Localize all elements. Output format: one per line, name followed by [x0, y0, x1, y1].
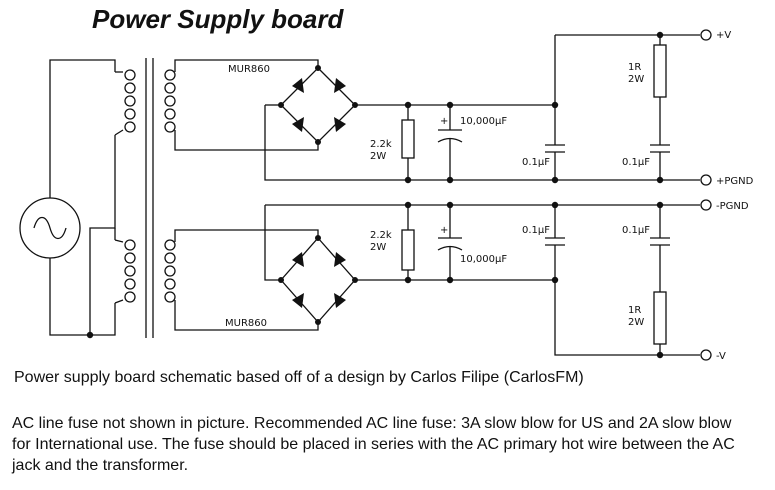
power-supply-schematic: MUR860 MUR860 2.2k 2W 2.2k 2W + 10,000µF…	[19, 29, 754, 362]
filter-cap-top-value: 10,000µF	[460, 116, 507, 127]
output-terminals	[700, 29, 712, 361]
filter-cap-bottom-polarity: +	[440, 225, 448, 236]
transformer	[114, 58, 176, 338]
output-resistor-top-value: 1R	[628, 62, 641, 73]
output-resistor-bottom-power: 2W	[628, 317, 644, 328]
bypass-cap-top-left-symbol	[545, 105, 565, 180]
secondary-coil-top	[164, 69, 176, 133]
bleed-resistor-top-symbol	[401, 105, 415, 180]
bleed-resistor-bottom-value: 2.2k	[370, 230, 392, 241]
bypass-cap-top-left-value: 0.1µF	[522, 157, 550, 168]
bleed-resistor-bottom-power: 2W	[370, 242, 386, 253]
bleed-resistor-top-value: 2.2k	[370, 139, 392, 150]
bypass-cap-bottom-right-value: 0.1µF	[622, 225, 650, 236]
bleed-resistor-bottom-symbol	[401, 205, 415, 280]
diagram-title: Power Supply board	[92, 4, 344, 34]
bridge-rectifier-top	[278, 65, 358, 145]
terminal-pos-pgnd: +PGND	[716, 176, 754, 187]
output-resistor-bottom-symbol	[650, 205, 670, 355]
rectifier-label-bottom: MUR860	[225, 318, 267, 329]
terminal-neg-pgnd: -PGND	[716, 201, 749, 212]
rectifier-label-top: MUR860	[228, 64, 270, 75]
primary-coil-bottom	[124, 239, 136, 303]
filter-cap-bottom-value: 10,000µF	[460, 254, 507, 265]
fuse-note: AC line fuse not shown in picture. Recom…	[12, 415, 735, 474]
filter-cap-top-polarity: +	[440, 116, 448, 127]
output-resistor-top-symbol	[650, 35, 670, 180]
bridge-rectifier-bottom	[278, 235, 358, 325]
schematic-caption: Power supply board schematic based off o…	[14, 369, 584, 386]
primary-coil-top	[124, 69, 136, 133]
output-resistor-bottom-value: 1R	[628, 305, 641, 316]
terminal-neg-v: -V	[716, 351, 726, 362]
bypass-cap-bottom-left-value: 0.1µF	[522, 225, 550, 236]
filter-cap-top-symbol	[437, 105, 463, 180]
output-resistor-top-power: 2W	[628, 74, 644, 85]
filter-cap-bottom-symbol	[437, 205, 463, 280]
bleed-resistor-top-power: 2W	[370, 151, 386, 162]
ac-source	[19, 197, 81, 259]
bypass-cap-bottom-left-symbol	[545, 205, 565, 280]
junction-dots	[404, 31, 664, 359]
secondary-coil-bottom	[164, 239, 176, 303]
primary-wiring	[49, 59, 116, 339]
terminal-pos-v: +V	[716, 30, 731, 41]
bypass-cap-top-right-value: 0.1µF	[622, 157, 650, 168]
